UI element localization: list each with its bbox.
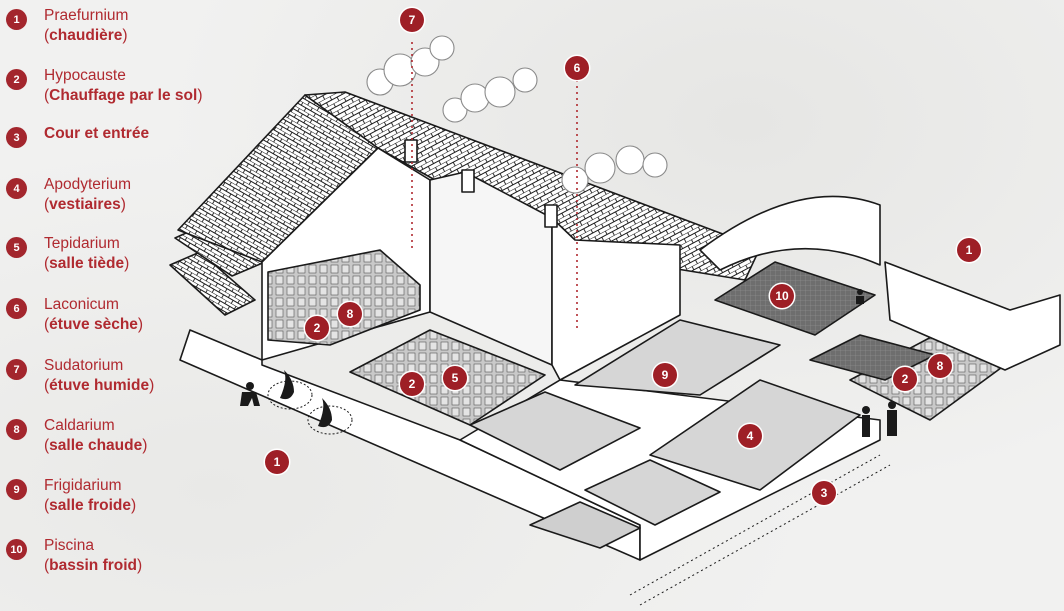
chimney-mid xyxy=(461,169,475,193)
legend-name: Laconicum xyxy=(44,296,119,313)
legend-desc: vestiaires xyxy=(49,196,121,213)
legend: 1 Praefurnium(chaudière) 2 Hypocauste(Ch… xyxy=(0,0,260,611)
marker-hypocauste-left: 2 xyxy=(305,316,329,340)
marker-frigidarium: 9 xyxy=(653,363,677,387)
legend-desc: salle tiède xyxy=(49,255,125,272)
legend-item-laconicum: 6 Laconicum(étuve sèche) xyxy=(6,295,143,335)
legend-number: 7 xyxy=(6,359,27,380)
legend-item-cour: 3 Cour et entrée xyxy=(6,124,149,148)
legend-item-frigidarium: 9 Frigidarium(salle froide) xyxy=(6,476,136,516)
legend-number: 8 xyxy=(6,419,27,440)
legend-desc: Cour et entrée xyxy=(44,125,150,142)
marker-caldarium-left: 8 xyxy=(338,302,362,326)
legend-name: Sudatorium xyxy=(44,357,124,374)
leader-lines xyxy=(411,42,578,330)
chimney-left xyxy=(404,139,418,163)
legend-desc: salle chaude xyxy=(49,437,143,454)
legend-item-sudatorium: 7 Sudatorium(étuve humide) xyxy=(6,356,154,396)
legend-name: Praefurnium xyxy=(44,7,129,24)
marker-piscina: 10 xyxy=(770,284,794,308)
marker-hypocauste-right: 2 xyxy=(893,367,917,391)
legend-number: 6 xyxy=(6,298,27,319)
legend-item-praefurnium: 1 Praefurnium(chaudière) xyxy=(6,6,128,46)
right-wing-wall xyxy=(884,261,1061,371)
marker-apodyterium: 4 xyxy=(738,424,762,448)
legend-number: 9 xyxy=(6,479,27,500)
gable-wall-right xyxy=(551,217,681,381)
legend-item-tepidarium: 5 Tepidarium(salle tiède) xyxy=(6,234,129,274)
legend-number: 2 xyxy=(6,69,27,90)
legend-name: Apodyterium xyxy=(44,176,132,193)
legend-item-piscina: 10 Piscina(bassin froid) xyxy=(6,536,142,576)
legend-name: Tepidarium xyxy=(44,235,120,252)
marker-tepidarium: 5 xyxy=(443,366,467,390)
smoke-clouds xyxy=(366,35,668,194)
marker-sudatorium: 7 xyxy=(400,8,424,32)
praefurnium-arch xyxy=(699,195,881,271)
legend-item-apodyterium: 4 Apodyterium(vestiaires) xyxy=(6,175,131,215)
furnace-fires xyxy=(267,370,353,435)
legend-item-hypocauste: 2 Hypocauste(Chauffage par le sol) xyxy=(6,66,203,106)
legend-desc: salle froide xyxy=(49,497,132,514)
legend-desc: Chauffage par le sol xyxy=(49,87,198,104)
legend-desc: étuve sèche xyxy=(49,316,138,333)
piscina-basin xyxy=(714,261,876,336)
legend-item-caldarium: 8 Caldarium(salle chaude) xyxy=(6,416,147,456)
legend-number: 1 xyxy=(6,9,27,30)
legend-desc: étuve humide xyxy=(49,377,150,394)
human-figures xyxy=(240,289,897,437)
court-floor-b xyxy=(584,459,721,526)
legend-number: 10 xyxy=(6,539,27,560)
entrance-ramp xyxy=(529,501,641,549)
legend-desc: chaudière xyxy=(49,27,123,44)
legend-number: 4 xyxy=(6,178,27,199)
marker-cour-entree: 3 xyxy=(812,481,836,505)
legend-desc: bassin froid xyxy=(49,557,138,574)
marker-laconicum: 6 xyxy=(565,56,589,80)
legend-name: Caldarium xyxy=(44,417,115,434)
marker-hypocauste-mid: 2 xyxy=(400,372,424,396)
legend-number: 5 xyxy=(6,237,27,258)
legend-name: Hypocauste xyxy=(44,67,126,84)
legend-name: Frigidarium xyxy=(44,477,122,494)
legend-name: Piscina xyxy=(44,537,94,554)
marker-caldarium-right: 8 xyxy=(928,354,952,378)
court-floor-a xyxy=(469,391,641,471)
legend-number: 3 xyxy=(6,127,27,148)
annex-roof-low xyxy=(169,251,256,316)
frigidarium-floor xyxy=(574,319,781,396)
marker-praefurnium-right: 1 xyxy=(957,238,981,262)
chimney-right xyxy=(544,204,558,228)
marker-praefurnium-left: 1 xyxy=(265,450,289,474)
